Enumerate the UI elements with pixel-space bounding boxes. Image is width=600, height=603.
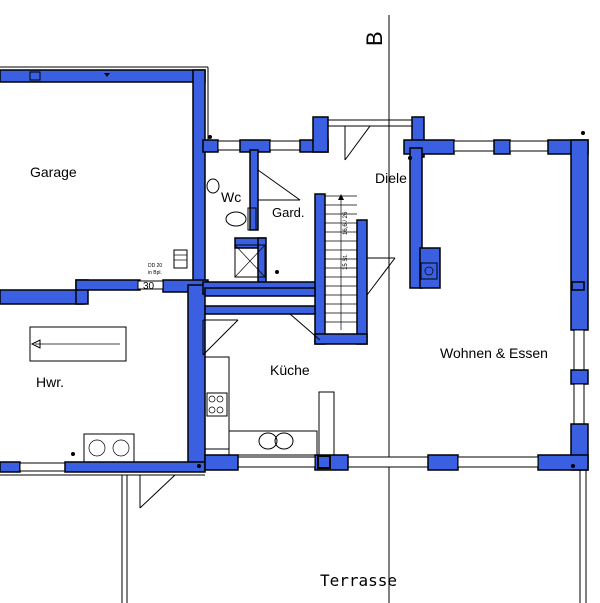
wall-dimension: 30: [143, 281, 155, 292]
hwr-arrow-box: [29, 326, 127, 362]
stair-label-1: 16,6 / 26: [343, 211, 349, 235]
washer: [83, 433, 135, 463]
boiler: [173, 249, 188, 269]
fixtures: DD 20 in Bpl.: [29, 131, 585, 468]
door-swings: [139, 125, 396, 509]
chimney: [420, 262, 438, 280]
room-label-terrasse: Terrasse: [320, 571, 397, 590]
stove: [206, 392, 228, 417]
staircase: 16,6 / 26 15 St.: [325, 194, 357, 330]
technic-note-2: in Bpl.: [148, 270, 162, 276]
section-marker-b: B: [362, 31, 387, 46]
wc-toilet: [247, 207, 257, 231]
sink: [258, 432, 278, 450]
technic-note-1: DD 20: [148, 263, 162, 269]
kitchen-counter-left: [204, 356, 230, 450]
room-label-hwr: Hwr.: [36, 374, 64, 390]
room-label-wohnen: Wohnen & Essen: [440, 345, 548, 361]
kitchen-island: [318, 391, 335, 456]
stair-walls: [204, 193, 368, 345]
hwr-walls: 30: [0, 279, 209, 476]
stair-label-2: 15 St.: [343, 254, 349, 270]
room-label-gard: Gard.: [272, 205, 305, 220]
entry-walls: [328, 116, 589, 289]
garage-walls: [0, 66, 209, 289]
room-label-kueche: Küche: [270, 362, 310, 378]
kitchen-counter-bottom: [228, 430, 318, 456]
room-label-diele: Diele: [375, 170, 407, 186]
shower-tray: [234, 244, 266, 278]
terrace-outline: [121, 470, 587, 603]
room-label-garage: Garage: [30, 164, 77, 180]
room-label-wc: Wc: [221, 189, 241, 205]
living-walls: [204, 139, 589, 471]
